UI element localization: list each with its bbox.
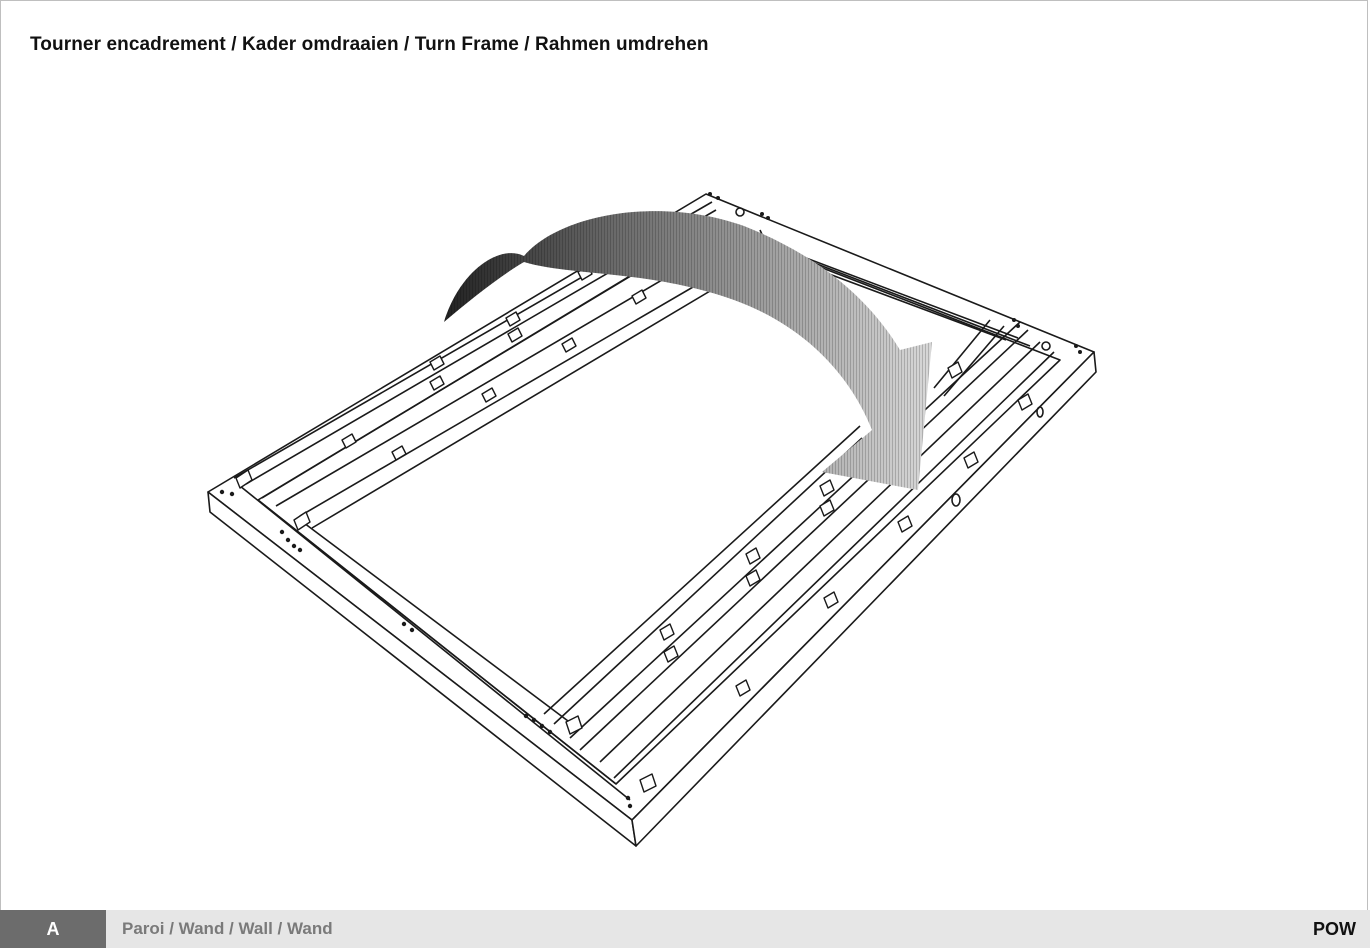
frame-drawing bbox=[207, 193, 1097, 847]
frame-illustration bbox=[207, 192, 1097, 847]
turn-arrow-icon bbox=[444, 211, 932, 490]
screw-holes bbox=[219, 192, 1082, 809]
product-code: POW bbox=[1313, 919, 1356, 939]
page-title: Tourner encadrement / Kader omdraaien / … bbox=[30, 34, 709, 55]
page-border bbox=[0, 0, 1368, 910]
section-title: Paroi / Wand / Wall / Wand bbox=[122, 919, 333, 938]
footer-bar: A Paroi / Wand / Wall / Wand POW bbox=[0, 910, 1370, 948]
section-letter-tab: A bbox=[0, 910, 106, 948]
